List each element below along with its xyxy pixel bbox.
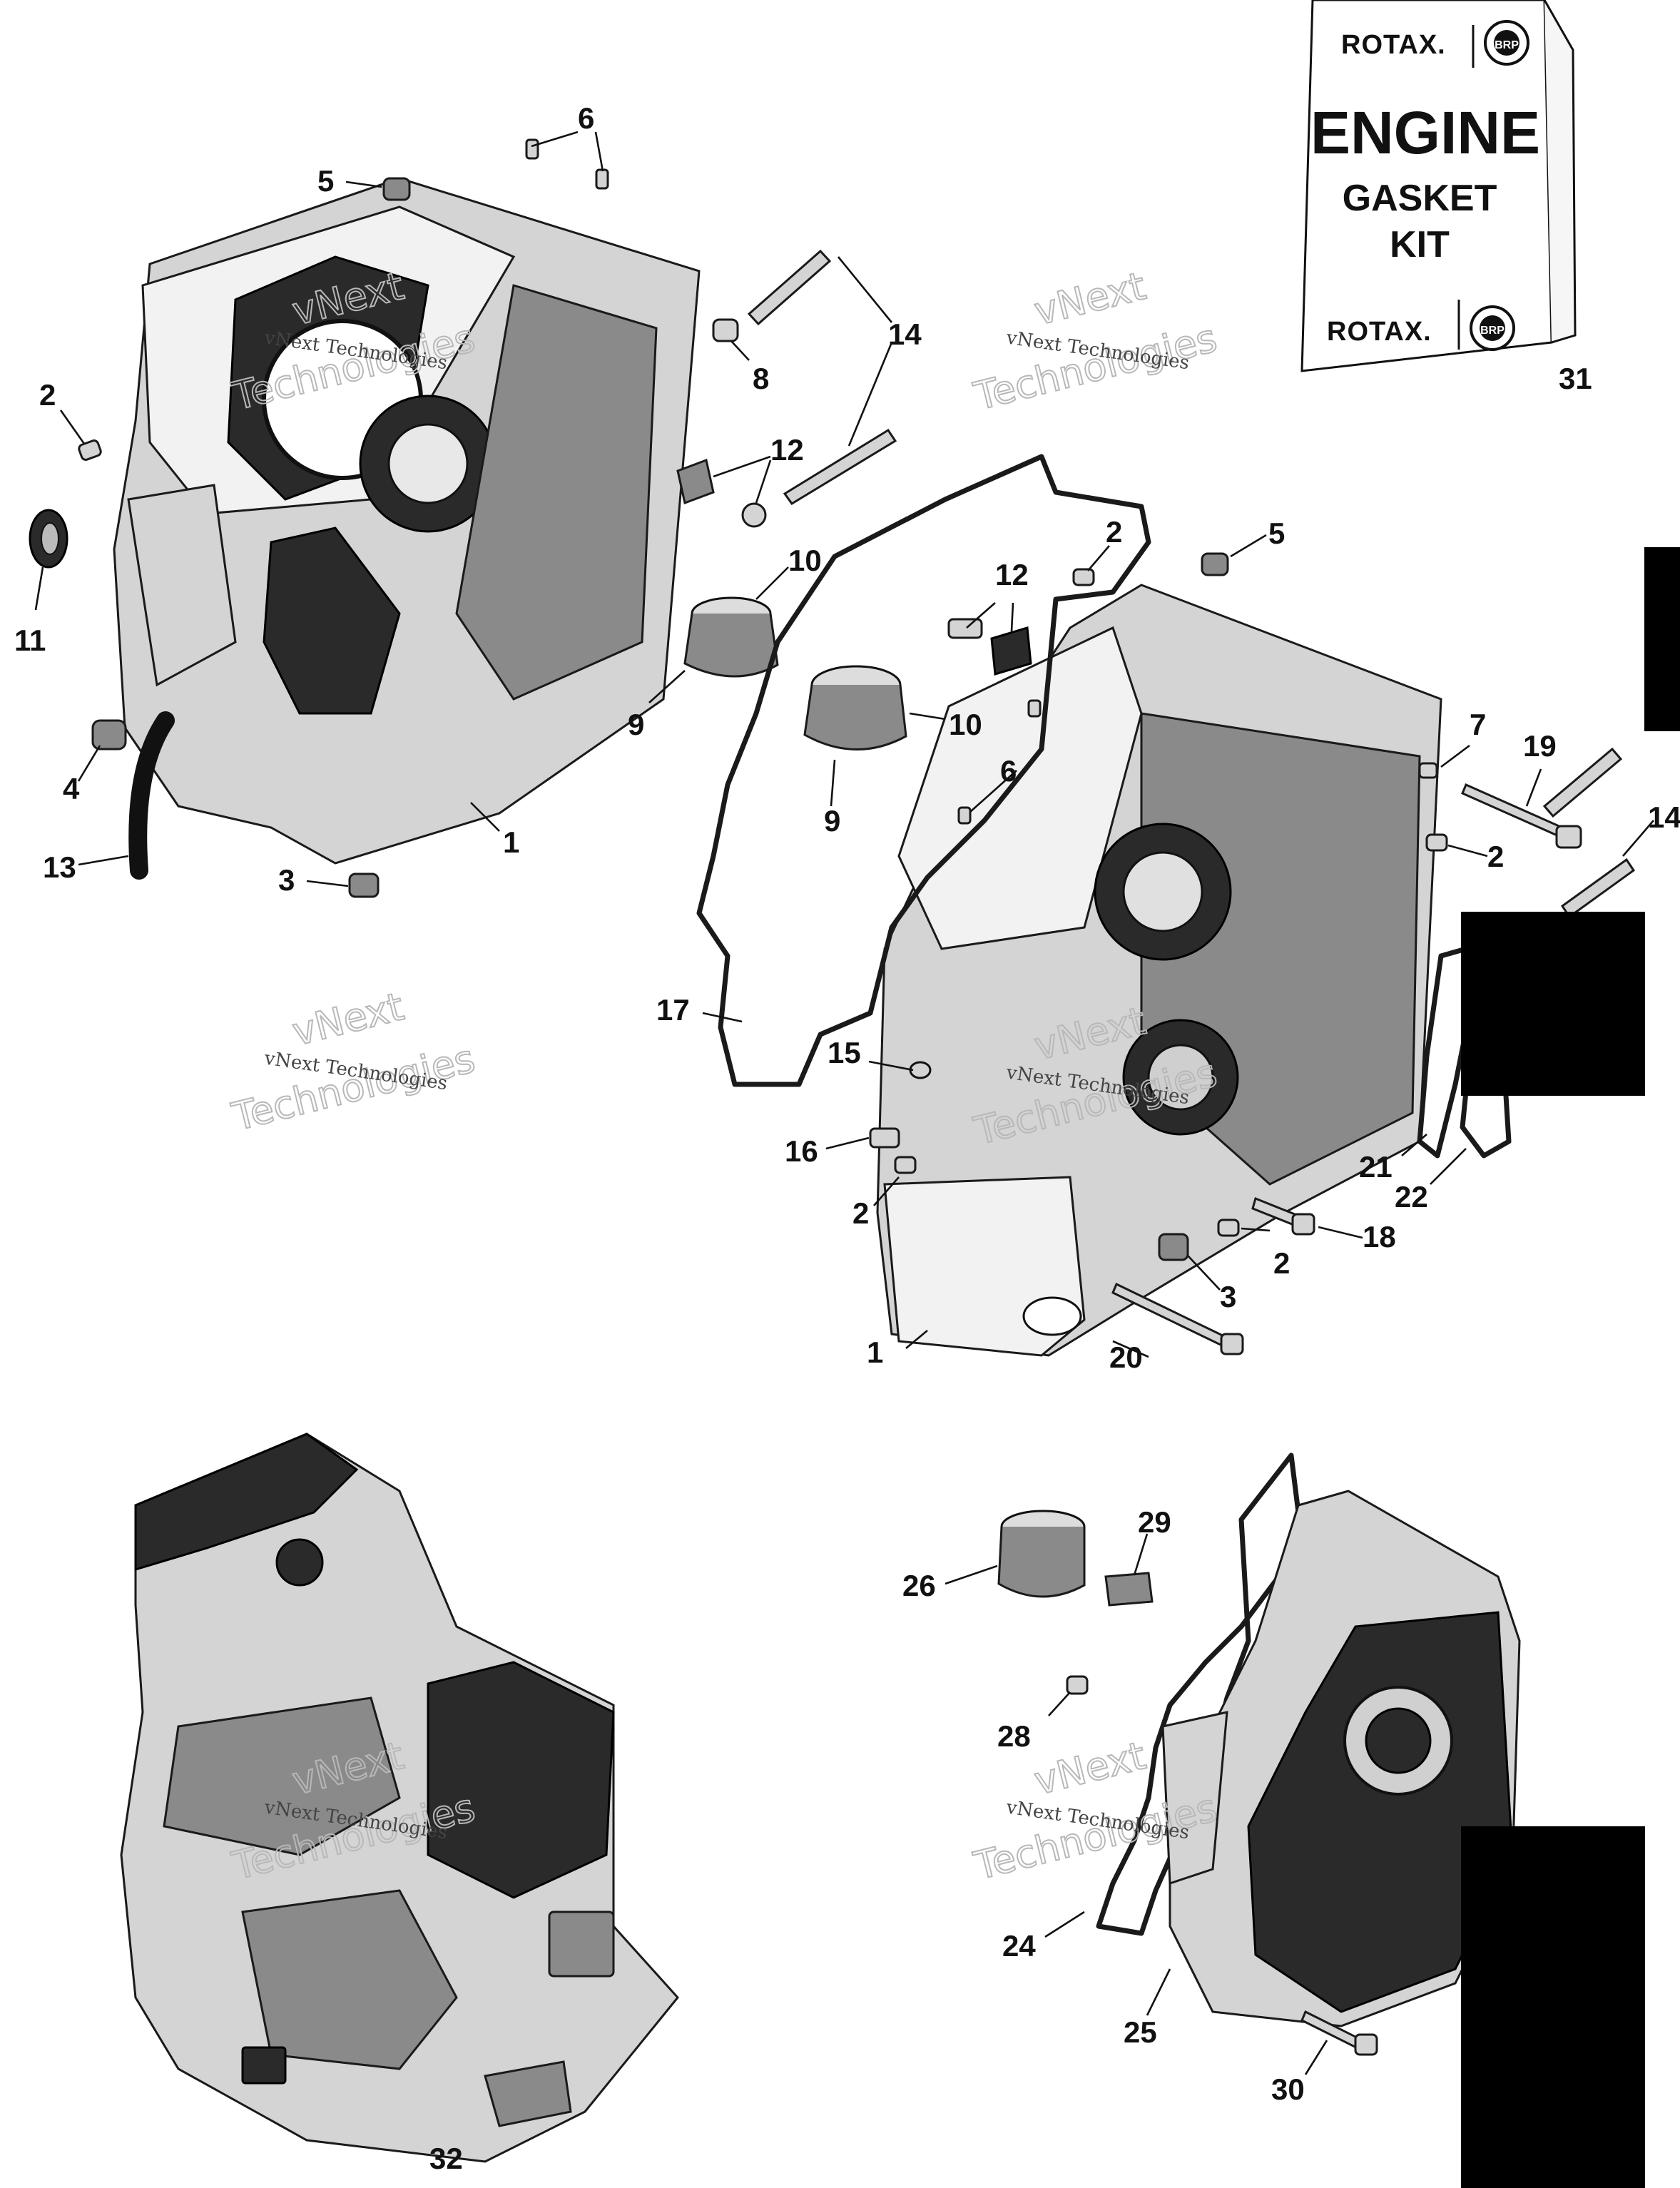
cover-assembly <box>1096 1452 1645 2188</box>
callout-2: 2 <box>852 1196 869 1230</box>
bearing-shell <box>683 596 779 678</box>
callout-5: 5 <box>1268 517 1285 550</box>
svg-text:BRP: BRP <box>1480 325 1505 337</box>
callout-9: 9 <box>628 708 644 741</box>
complete-engine <box>120 1433 679 2163</box>
callout-31: 31 <box>1559 362 1592 395</box>
watermark-big: vNext <box>1030 263 1150 334</box>
callout-4: 4 <box>63 772 80 805</box>
callout-20: 20 <box>1109 1340 1143 1374</box>
callout-10: 10 <box>788 544 822 577</box>
redaction-block <box>1644 547 1680 731</box>
kit-brand-bottom: ROTAX. <box>1327 317 1432 347</box>
callout-32: 32 <box>429 2142 463 2175</box>
small-parts <box>29 138 1636 1355</box>
redaction-block <box>1461 912 1645 1096</box>
watermark-big: vNext <box>1030 1733 1150 1803</box>
crankcase-gasket <box>696 454 1151 1087</box>
crankcase-right-half <box>876 584 1442 1357</box>
callout-30: 30 <box>1271 2072 1305 2106</box>
kit-title-engine: ENGINE <box>1310 99 1540 166</box>
callout-17: 17 <box>656 993 690 1027</box>
kit-title-gasket: GASKET <box>1343 178 1497 219</box>
callout-7: 7 <box>1470 708 1486 741</box>
cover-small-parts <box>997 1510 1378 2056</box>
callout-3: 3 <box>1220 1280 1236 1313</box>
brp-badge-icon: BRP <box>1470 305 1515 351</box>
callout-15: 15 <box>828 1036 861 1069</box>
watermark-big: vNext <box>288 984 408 1054</box>
callout-1: 1 <box>867 1335 883 1369</box>
callout-1: 1 <box>503 825 519 859</box>
crankcase-left-half <box>113 177 701 865</box>
leader-lines <box>34 131 1654 2075</box>
side-gaskets <box>1417 912 1645 1159</box>
callout-14: 14 <box>888 317 922 351</box>
callout-2: 2 <box>1106 515 1122 549</box>
gasket-kit-package: ROTAX. BRP ENGINE GASKET KIT ROTAX. BRP <box>1300 0 1577 372</box>
callout-10: 10 <box>949 708 982 741</box>
callout-2: 2 <box>39 378 56 412</box>
callout-6: 6 <box>578 101 594 135</box>
callout-21: 21 <box>1359 1150 1393 1184</box>
callout-19: 19 <box>1523 729 1557 763</box>
kit-brand-top: ROTAX. <box>1341 30 1446 60</box>
callout-9: 9 <box>824 804 840 838</box>
redaction-block <box>1461 1826 1645 2188</box>
callout-3: 3 <box>278 863 295 897</box>
callout-6: 6 <box>1000 754 1017 788</box>
callout-26: 26 <box>902 1569 936 1602</box>
callout-2: 2 <box>1273 1246 1290 1280</box>
callout-8: 8 <box>753 362 769 395</box>
callout-13: 13 <box>43 850 76 884</box>
callout-24: 24 <box>1002 1929 1036 1963</box>
kit-title-kit: KIT <box>1390 224 1450 265</box>
callout-2: 2 <box>1487 840 1504 873</box>
callout-12: 12 <box>995 558 1029 591</box>
callout-5: 5 <box>317 164 334 198</box>
callout-numbers: 6 5 2 11 4 13 3 1 8 14 12 10 9 10 9 12 2… <box>14 101 1680 2175</box>
callout-16: 16 <box>785 1134 818 1168</box>
callout-25: 25 <box>1124 2015 1157 2049</box>
bearing-shell <box>803 665 907 750</box>
callout-28: 28 <box>997 1719 1031 1753</box>
callout-12: 12 <box>770 433 804 467</box>
brp-badge-icon: BRP <box>1484 20 1529 66</box>
callout-14: 14 <box>1648 800 1680 834</box>
callout-22: 22 <box>1395 1180 1428 1213</box>
callout-18: 18 <box>1363 1220 1396 1253</box>
callout-11: 11 <box>14 624 46 657</box>
svg-text:BRP: BRP <box>1495 39 1519 51</box>
callout-29: 29 <box>1138 1505 1171 1539</box>
